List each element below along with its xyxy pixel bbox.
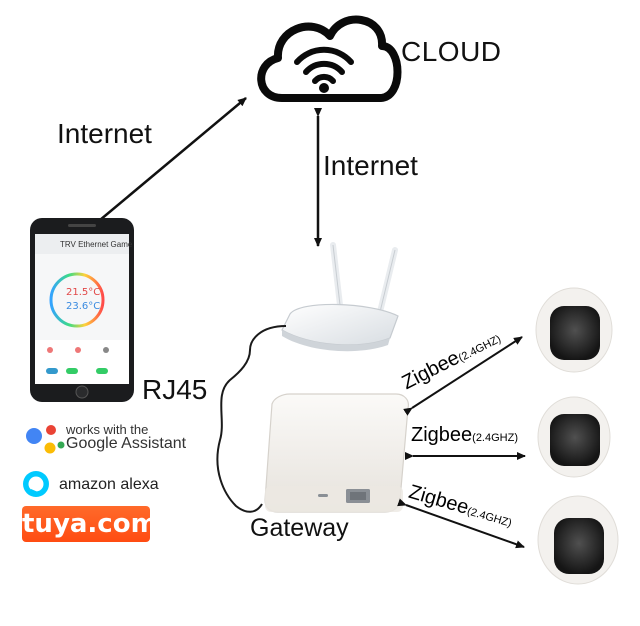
phone-temp-set: 21.5°C xyxy=(66,287,101,298)
cloud-label: CLOUD xyxy=(401,36,502,67)
sensor-3 xyxy=(537,495,619,585)
rj45-label: RJ45 xyxy=(142,374,208,405)
sensor-2 xyxy=(537,396,611,478)
zigbee-arrow-1 xyxy=(403,336,523,416)
google-assistant-logo xyxy=(26,425,65,454)
rj45-cable xyxy=(216,325,287,513)
wifi-icon xyxy=(294,46,354,84)
alexa-text: amazon alexa xyxy=(59,476,159,493)
zigbee-text: Zigbee xyxy=(411,424,473,446)
tuya-badge: tuya.com xyxy=(22,506,158,542)
internet-label-left: Internet xyxy=(57,118,152,149)
router xyxy=(281,242,399,352)
google-line2: Google Assistant xyxy=(66,435,187,452)
google-assistant-badge: works with the Google Assistant xyxy=(66,422,187,452)
gateway-device xyxy=(264,393,409,513)
sensor-1 xyxy=(535,287,613,373)
zigbee-label-2: Zigbee(2.4GHZ) xyxy=(411,424,518,447)
alexa-logo xyxy=(23,471,49,497)
smartphone xyxy=(30,218,134,402)
internet-arrow-phone-cloud xyxy=(91,97,247,229)
phone-temp-current: 23.6°C xyxy=(66,301,101,312)
zigbee-arrow-3 xyxy=(397,498,525,549)
zigbee-band: (2.4GHZ) xyxy=(472,432,518,444)
internet-label-right: Internet xyxy=(323,150,418,181)
phone-header: TRV Ethernet Game xyxy=(60,240,133,249)
gateway-label: Gateway xyxy=(250,514,349,542)
alexa-badge: amazon alexa xyxy=(52,476,159,494)
google-line1: works with the xyxy=(66,422,149,437)
cloud-icon xyxy=(257,15,402,102)
temperature-ring xyxy=(49,272,105,328)
